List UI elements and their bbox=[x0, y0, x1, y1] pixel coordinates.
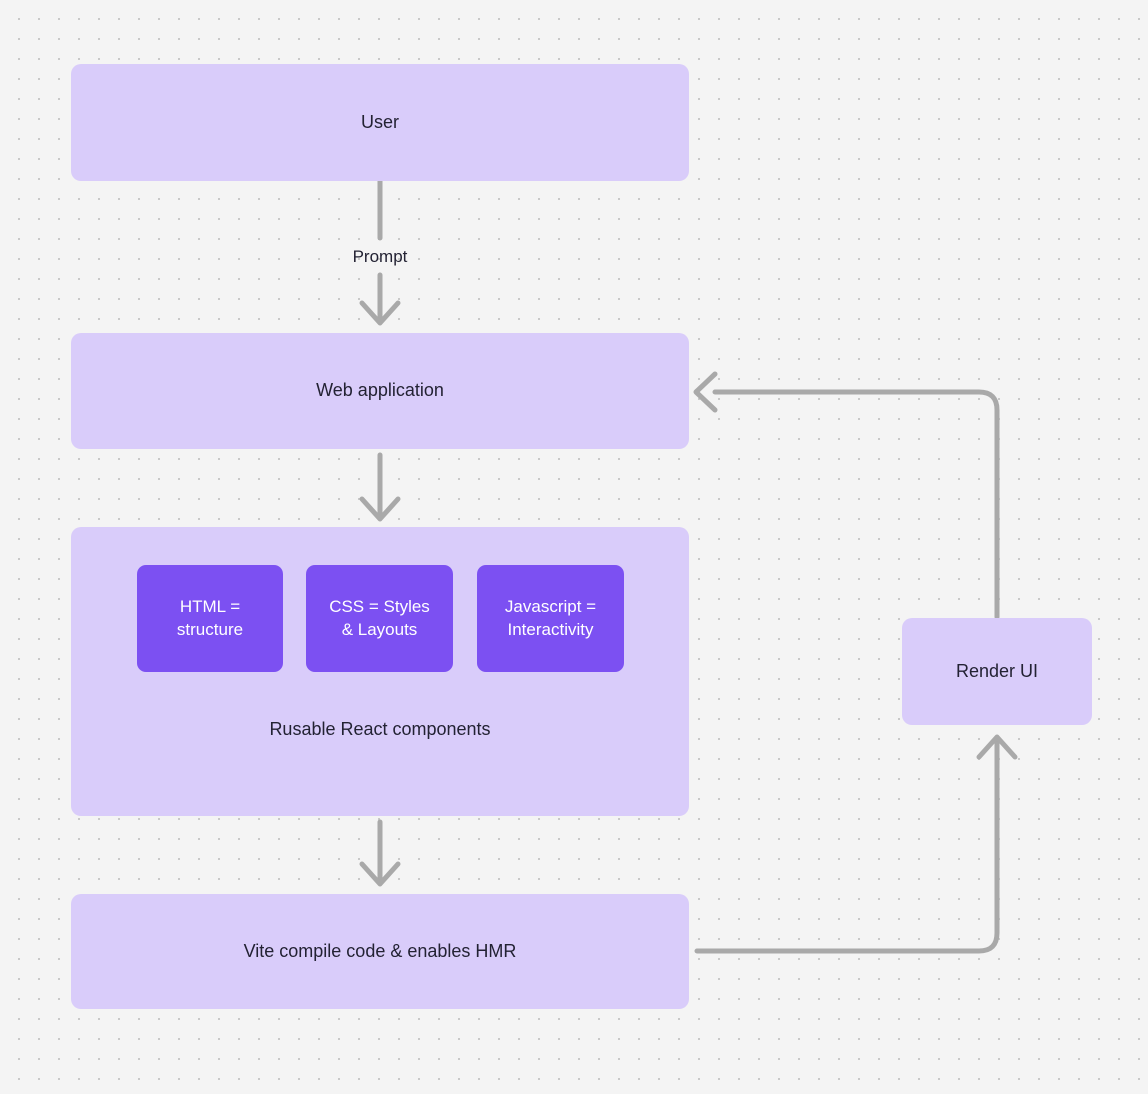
node-vite-label: Vite compile code & enables HMR bbox=[243, 940, 517, 961]
node-components-group[interactable]: HTML = structure CSS = Styles & Layouts … bbox=[71, 527, 689, 816]
arrowhead-web-application-right bbox=[693, 371, 718, 413]
arrowhead-vite-top bbox=[359, 861, 401, 887]
edge-vite-to-render-ui bbox=[694, 736, 1000, 954]
node-render-ui[interactable]: Render UI bbox=[902, 618, 1092, 725]
node-vite[interactable]: Vite compile code & enables HMR bbox=[71, 894, 689, 1009]
edge-label-prompt: Prompt bbox=[352, 247, 408, 266]
arrowhead-web-application-top bbox=[359, 300, 401, 326]
node-html-label: HTML = structure bbox=[176, 597, 244, 639]
node-render-ui-label: Render UI bbox=[955, 660, 1039, 681]
node-css[interactable]: CSS = Styles & Layouts bbox=[306, 565, 453, 672]
node-components-group-caption: Rusable React components bbox=[269, 719, 491, 739]
node-web-application-label: Web application bbox=[316, 380, 444, 401]
arrowhead-render-ui-bottom bbox=[976, 734, 1018, 760]
arrowhead-components-top bbox=[359, 496, 401, 522]
node-javascript-label: Javascript = Interactivity bbox=[504, 597, 597, 639]
node-user[interactable]: User bbox=[71, 64, 689, 181]
node-css-label: CSS = Styles & Layouts bbox=[329, 597, 430, 639]
node-javascript[interactable]: Javascript = Interactivity bbox=[477, 565, 624, 672]
node-html[interactable]: HTML = structure bbox=[137, 565, 283, 672]
node-web-application[interactable]: Web application bbox=[71, 333, 689, 449]
node-user-label: User bbox=[360, 111, 399, 132]
edge-render-ui-to-web-application bbox=[712, 389, 1000, 620]
